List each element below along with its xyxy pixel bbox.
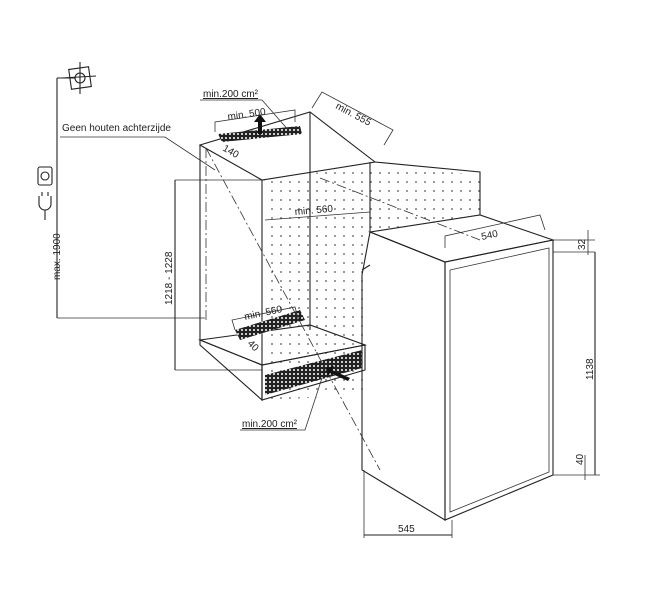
airflow-in-arrow-icon (326, 366, 350, 381)
max-height-label: max. 1900 (52, 233, 63, 280)
power-outlet-icon (37, 166, 53, 186)
cabinet-niche (197, 111, 481, 471)
appliance-depth-label: 545 (398, 524, 415, 535)
floor-vent-grille (235, 310, 305, 340)
appliance (361, 214, 556, 521)
bottom-vent-depth-label: 40 (245, 338, 261, 354)
top-offset-label: 32 (577, 238, 588, 250)
niche-depth-label: min. 555 (334, 101, 373, 129)
plug-icon (38, 192, 52, 220)
appliance-height-label: 1138 (585, 358, 596, 380)
bottom-vent-area-label: min.200 cm² (242, 419, 298, 430)
airflow-up-arrow-icon (254, 114, 266, 134)
top-vent-area-label: min.200 cm² (203, 89, 259, 100)
appliance-width-label: 540 (480, 229, 499, 243)
top-vent-width-label: min. 500 (227, 107, 267, 123)
bottom-offset-label: 40 (575, 453, 586, 465)
bottom-vent-grille (265, 350, 362, 395)
niche-height-label: 1218 - 1228 (164, 251, 175, 305)
niche-width-label: min. 560 (294, 204, 334, 218)
no-wood-back-label: Geen houten achterzijde (62, 123, 171, 134)
